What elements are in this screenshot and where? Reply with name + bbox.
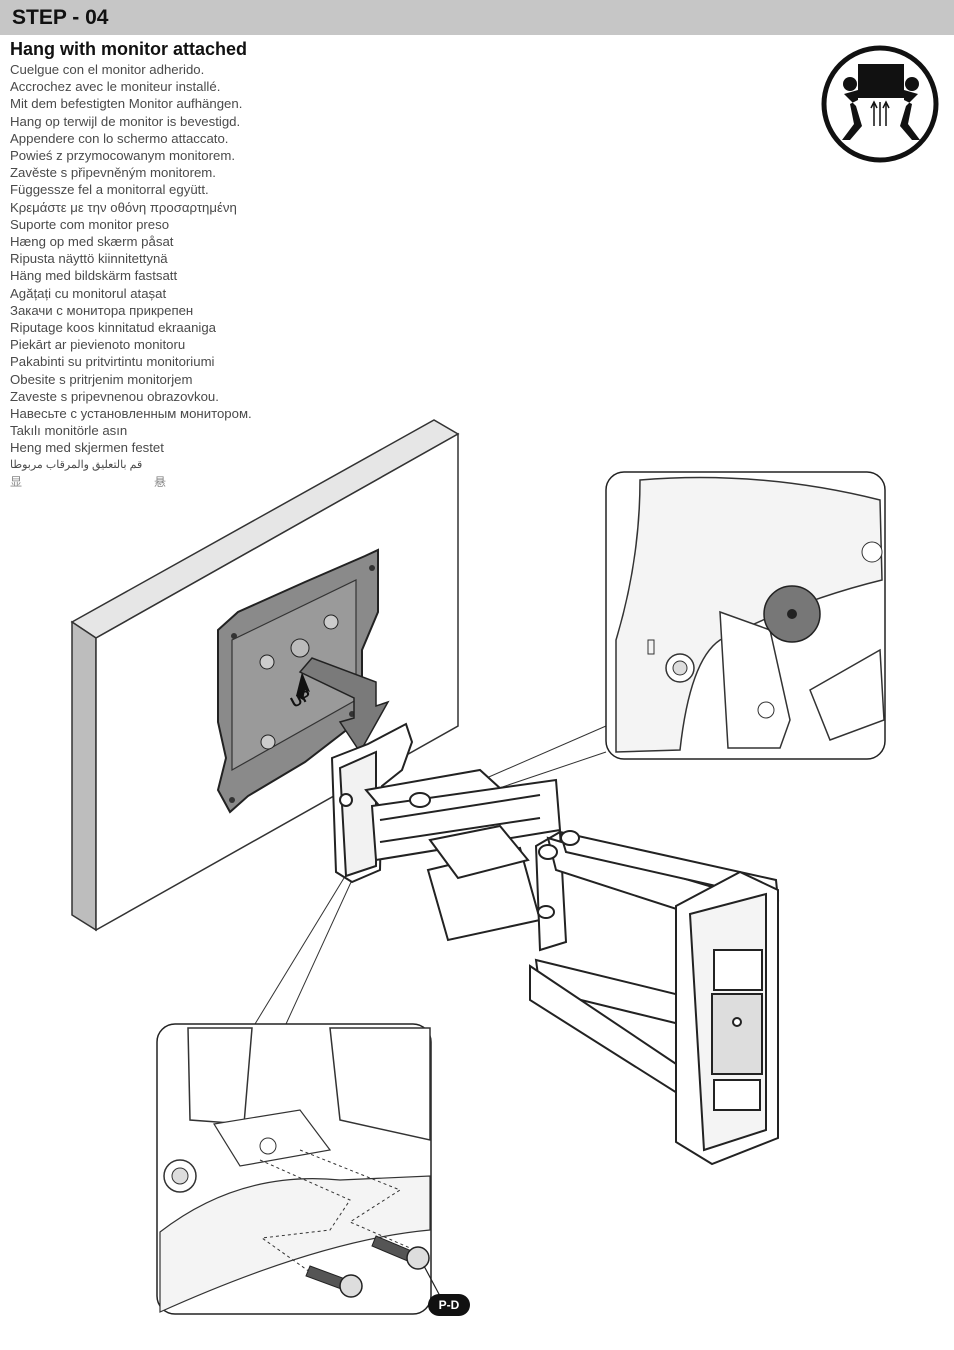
translation-line-cjk: 显悬 bbox=[10, 474, 252, 491]
instruction-title: Hang with monitor attached bbox=[10, 39, 248, 59]
translation-line: Ripusta näyttö kiinnitettynä bbox=[10, 251, 168, 267]
translation-line: Appendere con lo schermo attaccato. bbox=[10, 130, 229, 146]
translation-line: Häng med bildskärm fastsatt bbox=[10, 268, 178, 284]
translation-line: Mit dem befestigten Monitor aufhängen. bbox=[10, 96, 243, 112]
step-header: STEP - 04 bbox=[0, 0, 954, 35]
translation-line: Hang op terwijl de monitor is bevestigd. bbox=[10, 113, 241, 129]
translation-line: Suporte com monitor preso bbox=[10, 216, 170, 232]
translation-line: Zaveste s pripevnenou obrazovkou. bbox=[10, 388, 219, 404]
translation-line: Cuelgue con el monitor adherido. bbox=[10, 62, 205, 77]
translation-line: Függessze fel a monitorral együtt. bbox=[10, 182, 209, 198]
translation-line: Accrochez avec le moniteur installé. bbox=[10, 79, 221, 95]
translation-line: Piekārt ar pievienoto monitoru bbox=[10, 337, 186, 353]
translation-line: Κρεμάστε με την οθόνη προσαρτημένη bbox=[10, 199, 237, 215]
vesa-plate: UP bbox=[216, 548, 379, 814]
translation-line: Agățați cu monitorul atașat bbox=[10, 285, 167, 301]
translation-line: Obesite s pritrjenim monitorjem bbox=[10, 371, 193, 387]
cjk-char: 显 bbox=[10, 474, 23, 489]
two-person-lift-icon bbox=[821, 45, 939, 163]
detail-zoom-screws bbox=[156, 1023, 441, 1315]
articulating-arm bbox=[330, 722, 780, 1112]
translation-line: Навесьте с установленным монитором. bbox=[10, 406, 252, 422]
translation-line-arabic: قم بالتعليق والمرقاب مربوطا bbox=[10, 458, 143, 471]
detail-zoom-washer bbox=[605, 471, 886, 760]
hang-direction-arrow bbox=[298, 657, 390, 754]
translation-line: Zavěste s připevněným monitorem. bbox=[10, 165, 216, 181]
translation-list: Cuelgue con el monitor adherido. Accroch… bbox=[10, 61, 252, 491]
cjk-char: 悬 bbox=[154, 474, 167, 489]
translation-line: Hæng op med skærm påsat bbox=[10, 234, 174, 250]
translation-line: Pakabinti su pritvirtintu monitoriumi bbox=[10, 354, 215, 370]
translation-line: Heng med skjermen festet bbox=[10, 440, 164, 456]
translation-line: Riputage koos kinnitatud ekraaniga bbox=[10, 320, 217, 336]
wall-bracket bbox=[675, 870, 779, 1166]
translation-line: Закачи с монитора прикрепен bbox=[10, 302, 194, 318]
part-label-p-d: P-D bbox=[428, 1294, 470, 1316]
translation-line: Powieś z przymocowanym monitorem. bbox=[10, 148, 235, 164]
translation-line: Takılı monitörle asın bbox=[10, 423, 128, 439]
